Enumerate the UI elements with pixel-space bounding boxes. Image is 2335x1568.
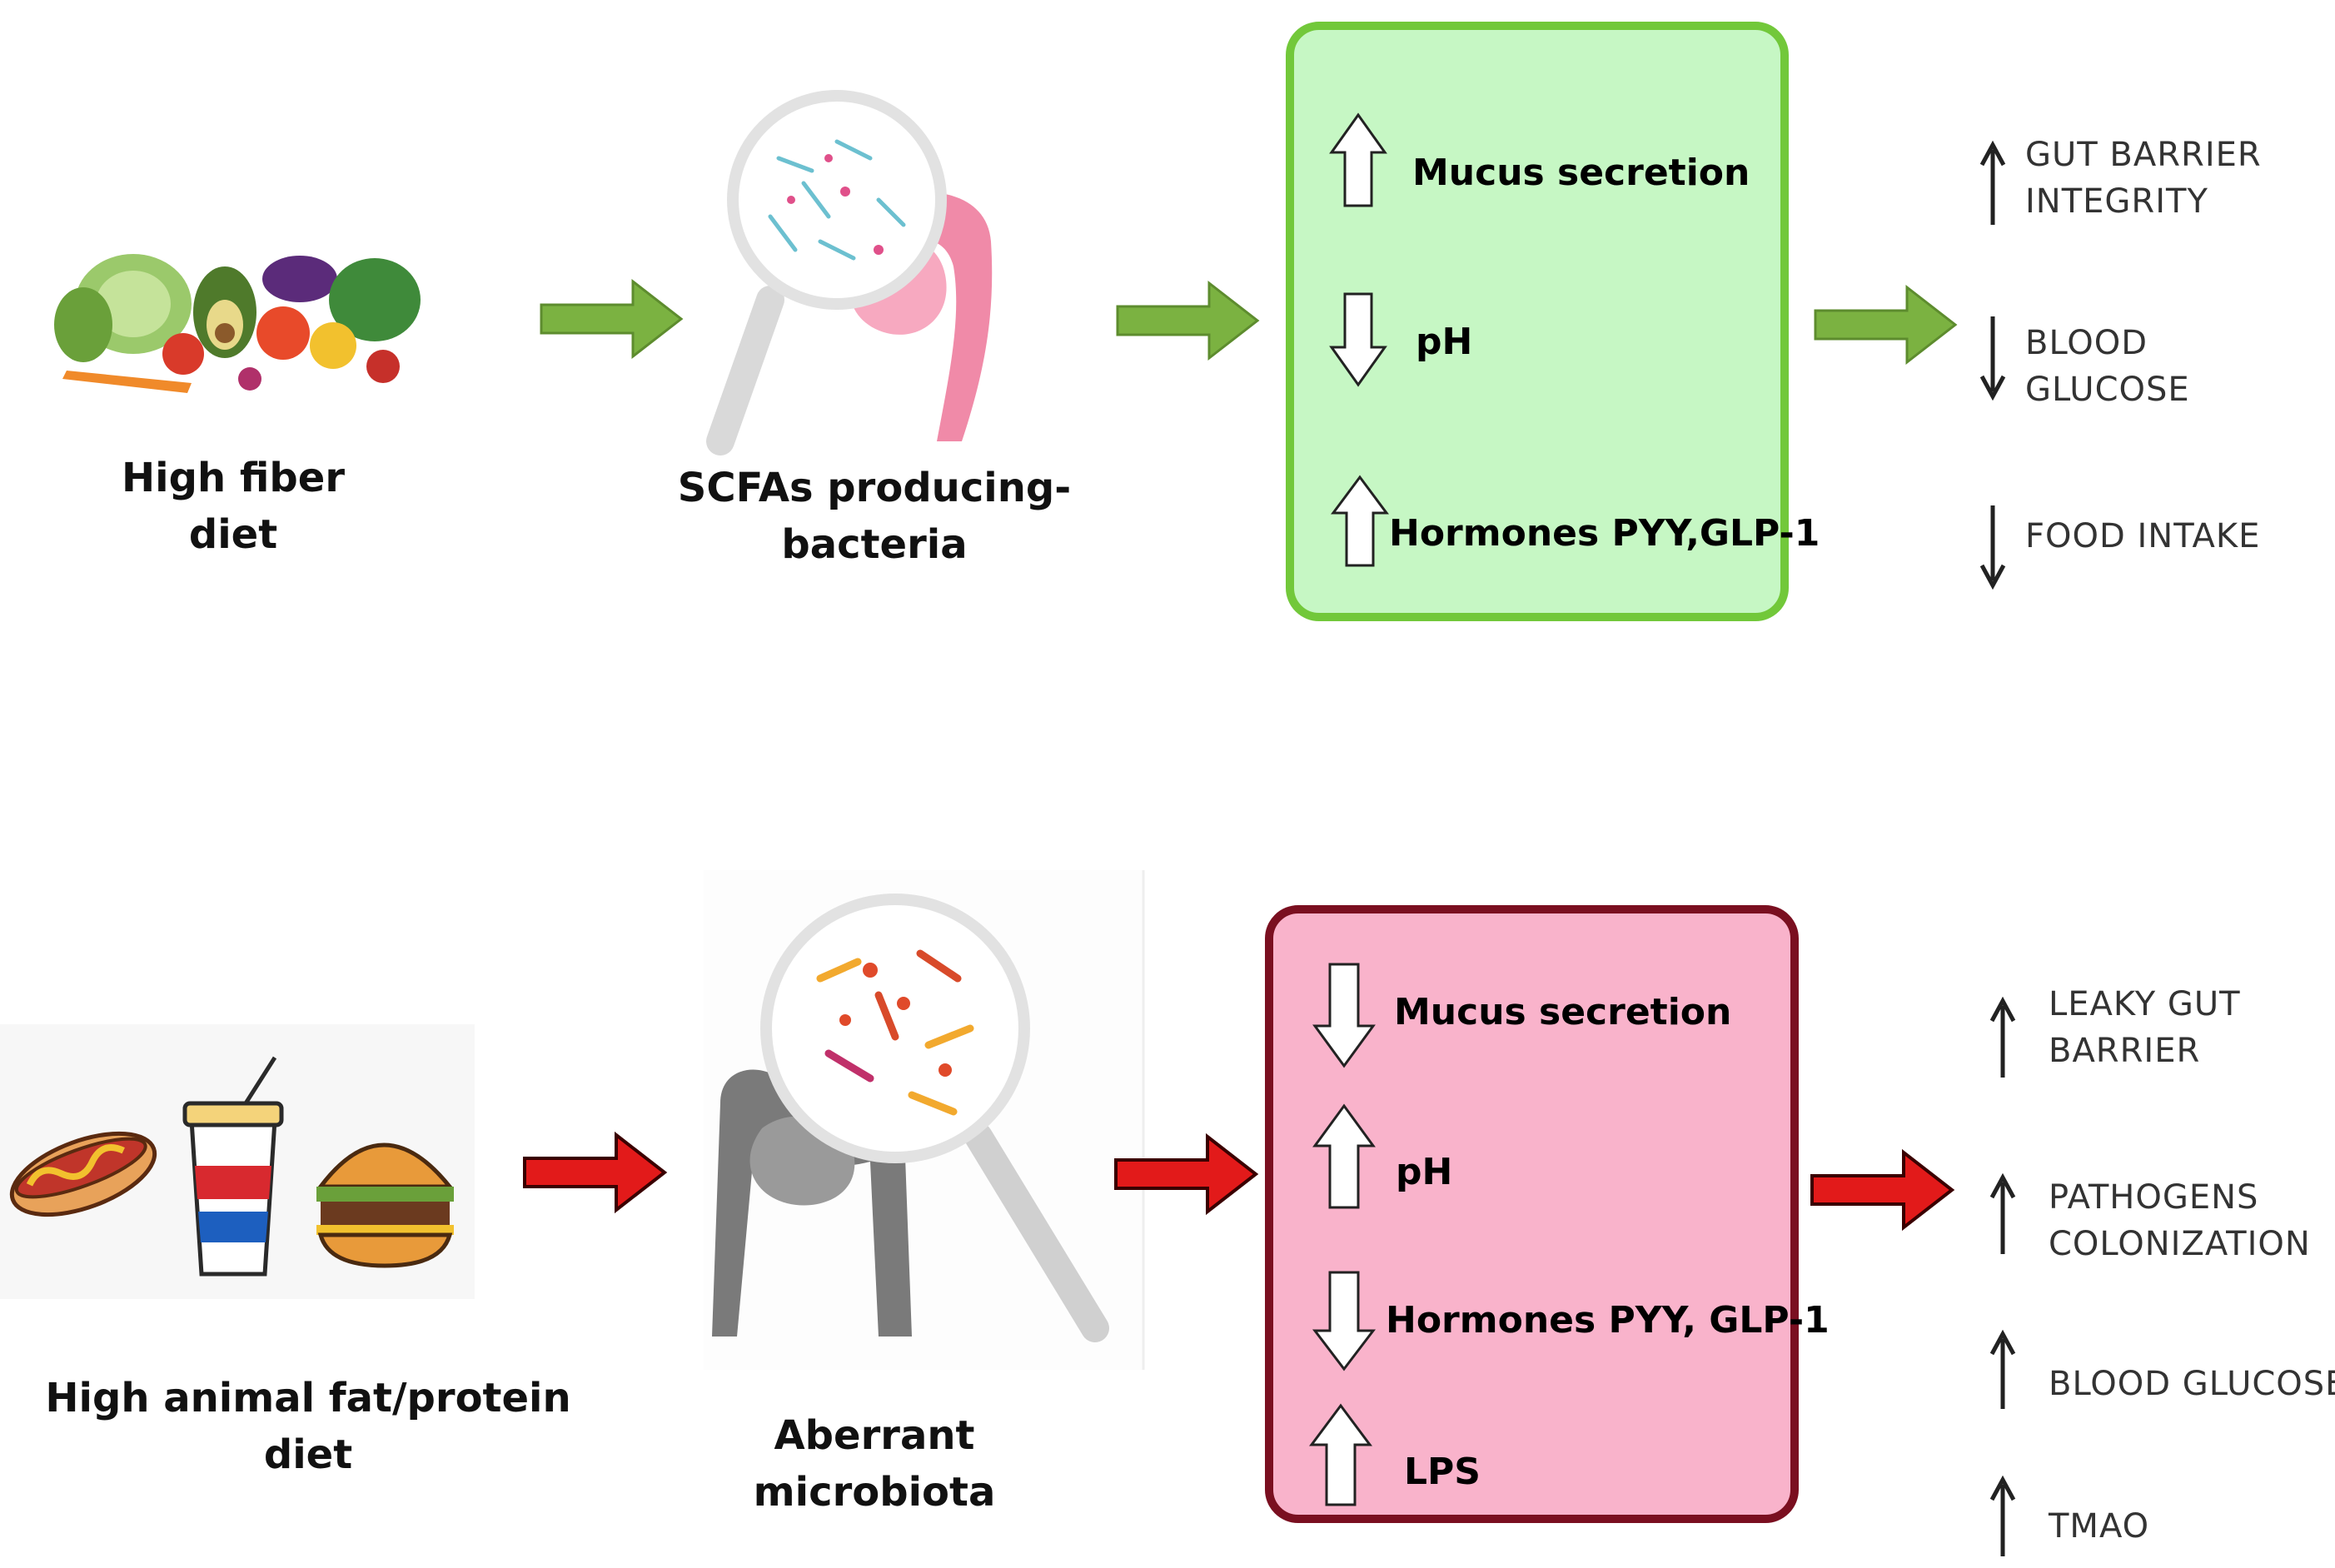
bottom-outcome-2-up-arrow-icon xyxy=(1989,1172,2016,1254)
top-outcome-3-line1: FOOD INTAKE xyxy=(2025,517,2261,555)
vegetables-illustration xyxy=(54,254,421,393)
bottom-bacteria-label: Aberrant microbiota xyxy=(691,1407,1058,1521)
top-diet-line1: High fiber xyxy=(121,455,346,501)
bottom-effect-3-label: Hormones PYY, GLP-1 xyxy=(1386,1299,1830,1342)
bottom-outcome-1-line1: LEAKY GUT xyxy=(2049,985,2241,1023)
bottom-effect-1-label: Mucus secretion xyxy=(1394,991,1732,1033)
top-diet-line2: diet xyxy=(188,511,278,558)
top-effect-1-up-arrow-icon xyxy=(1329,112,1387,207)
bottom-outcome-3-up-arrow-icon xyxy=(1989,1329,2016,1409)
top-diet-label: High fiber diet xyxy=(67,450,400,563)
top-outcome-1-up-arrow-icon xyxy=(1979,140,2006,225)
top-bacteria-label: SCFAs producing- bacteria xyxy=(658,460,1091,573)
bottom-outcome-4-line1: TMAO xyxy=(2049,1507,2150,1546)
top-bacteria-line1: SCFAs producing- xyxy=(677,465,1072,511)
scfa-bacteria-illustration xyxy=(706,90,993,455)
bottom-effect-3-down-arrow-icon xyxy=(1312,1271,1377,1371)
bottom-diet-line1: High animal fat/protein xyxy=(45,1375,571,1421)
top-outcome-1-line2: INTEGRITY xyxy=(2025,182,2208,221)
bottom-diet-line2: diet xyxy=(263,1431,353,1478)
bottom-outcome-1-line2: BARRIER xyxy=(2049,1032,2201,1070)
top-effect-1-label: Mucus secretion xyxy=(1412,152,1750,194)
top-effect-2-down-arrow-icon xyxy=(1329,292,1387,387)
top-effect-3-up-arrow-icon xyxy=(1331,475,1389,567)
bottom-bacteria-line1: Aberrant xyxy=(774,1412,975,1459)
bottom-effect-1-down-arrow-icon xyxy=(1312,963,1376,1068)
top-arrow-3 xyxy=(1814,284,1958,366)
bottom-effect-2-label: pH xyxy=(1396,1151,1453,1193)
bottom-outcome-3: BLOOD GLUCOSE xyxy=(2049,1361,2335,1407)
top-effect-2-label: pH xyxy=(1416,321,1473,363)
top-effect-3-label: Hormones PYY,GLP-1 xyxy=(1389,512,1820,555)
top-outcome-2-line2: GLUCOSE xyxy=(2025,371,2190,409)
bottom-outcome-4: TMAO xyxy=(2049,1503,2149,1550)
bottom-effect-4-label: LPS xyxy=(1404,1451,1481,1493)
fast-food-illustration xyxy=(0,1024,475,1299)
aberrant-microbiota-illustration xyxy=(704,870,1145,1370)
top-outcome-1-line1: GUT BARRIER xyxy=(2025,136,2262,174)
bottom-arrow-2 xyxy=(1114,1132,1259,1216)
bottom-outcome-1-up-arrow-icon xyxy=(1989,996,2016,1078)
bottom-outcome-3-line1: BLOOD GLUCOSE xyxy=(2049,1365,2335,1403)
bottom-outcome-2: PATHOGENS COLONIZATION xyxy=(2049,1174,2311,1267)
bottom-arrow-1 xyxy=(523,1131,668,1214)
top-arrow-1 xyxy=(540,278,684,360)
top-outcome-3: FOOD INTAKE xyxy=(2025,513,2260,560)
bottom-effect-2-up-arrow-icon xyxy=(1312,1103,1376,1209)
top-outcome-3-down-arrow-icon xyxy=(1979,505,2006,590)
top-bacteria-line2: bacteria xyxy=(781,521,968,568)
bottom-outcome-4-up-arrow-icon xyxy=(1989,1475,2016,1556)
top-outcome-2: BLOOD GLUCOSE xyxy=(2025,320,2190,413)
bottom-diet-label: High animal fat/protein diet xyxy=(33,1370,583,1483)
top-outcome-2-line1: BLOOD xyxy=(2025,324,2148,362)
top-outcome-2-down-arrow-icon xyxy=(1979,316,2006,401)
bottom-arrow-3 xyxy=(1810,1148,1955,1232)
bottom-outcome-1: LEAKY GUT BARRIER xyxy=(2049,981,2241,1074)
bottom-outcome-2-line1: PATHOGENS xyxy=(2049,1178,2259,1217)
top-arrow-2 xyxy=(1116,280,1260,361)
bottom-bacteria-line2: microbiota xyxy=(753,1469,996,1516)
bottom-effect-4-up-arrow-icon xyxy=(1309,1403,1372,1506)
top-outcome-1: GUT BARRIER INTEGRITY xyxy=(2025,132,2262,225)
bottom-outcome-2-line2: COLONIZATION xyxy=(2049,1225,2311,1263)
